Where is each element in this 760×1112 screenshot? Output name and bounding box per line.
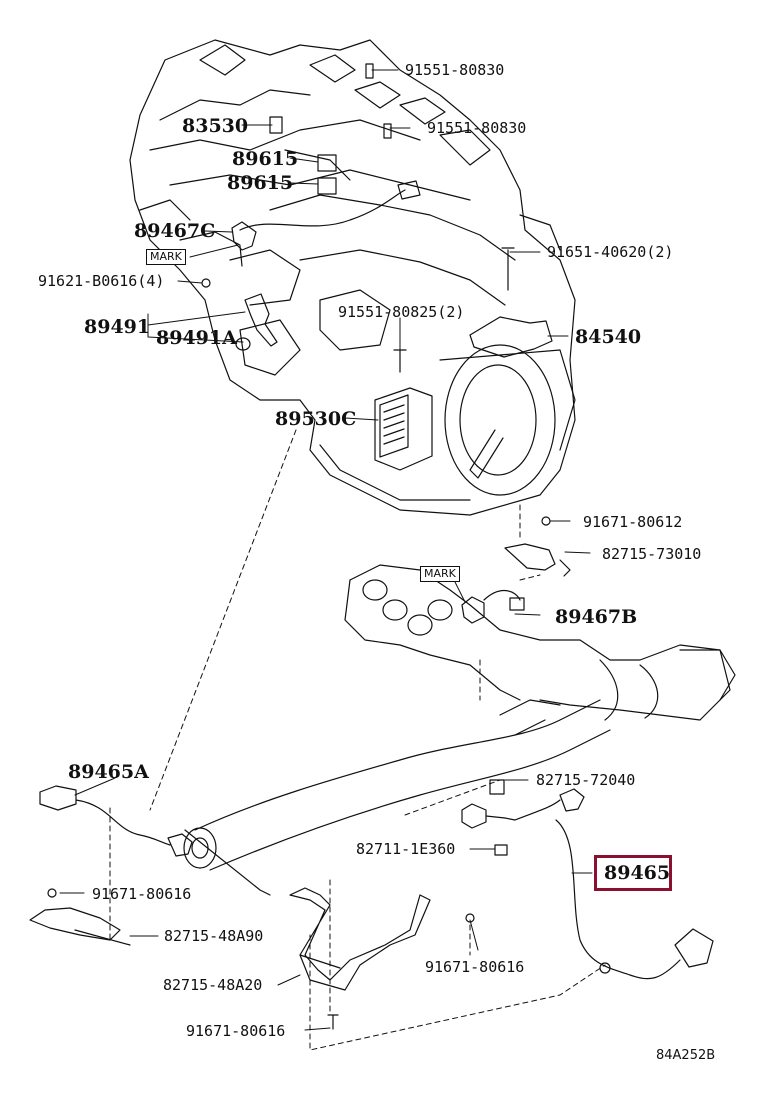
label-89491A: 89491A	[156, 327, 237, 349]
figure-reference: 84A252B	[656, 1048, 716, 1063]
exhaust-manifold	[344, 516, 736, 721]
label-84540: 84540	[575, 326, 642, 348]
label-89465: 89465	[604, 862, 671, 884]
label-89467B: 89467B	[555, 606, 638, 628]
label-91671-80616-c: 91671-80616	[186, 1022, 286, 1040]
label-89615-a: 89615	[232, 148, 299, 170]
exhaust-pipe	[183, 699, 611, 896]
label-82715-48A20: 82715-48A20	[163, 976, 263, 994]
label-91671-80616-a: 91671-80616	[92, 885, 192, 903]
lower-brackets	[29, 887, 475, 1030]
label-82711-1E360: 82711-1E360	[356, 840, 456, 858]
label-91671-80616-b: 91671-80616	[425, 958, 525, 976]
label-91551-80830-b: 91551-80830	[427, 119, 527, 137]
highlight-box	[594, 855, 672, 891]
label-83530: 83530	[182, 115, 249, 137]
sensor-89465	[461, 779, 714, 980]
label-91551-80825: 91551-80825(2)	[338, 303, 465, 321]
label-82715-72040: 82715-72040	[536, 771, 636, 789]
label-89467C: 89467C	[134, 220, 216, 242]
label-89465A: 89465A	[68, 761, 149, 783]
label-89491: 89491	[84, 316, 151, 338]
mark-tag-a: MARK	[146, 249, 186, 265]
label-89530C: 89530C	[275, 408, 357, 430]
label-91671-80612: 91671-80612	[583, 513, 683, 531]
dashed-guides	[109, 429, 606, 1051]
label-89615-b: 89615	[227, 172, 294, 194]
label-82715-48A90: 82715-48A90	[164, 927, 264, 945]
label-91651-40620: 91651-40620(2)	[547, 243, 674, 261]
engine-assembly	[129, 39, 576, 516]
label-82715-73010: 82715-73010	[602, 545, 702, 563]
label-91621-B0616: 91621-B0616(4)	[38, 272, 165, 290]
engine-sensors	[201, 63, 553, 471]
sensor-89465A	[39, 785, 193, 857]
mark-tag-b: MARK	[420, 566, 460, 582]
leader-lines	[59, 69, 593, 1031]
label-91551-80830-a: 91551-80830	[405, 61, 505, 79]
